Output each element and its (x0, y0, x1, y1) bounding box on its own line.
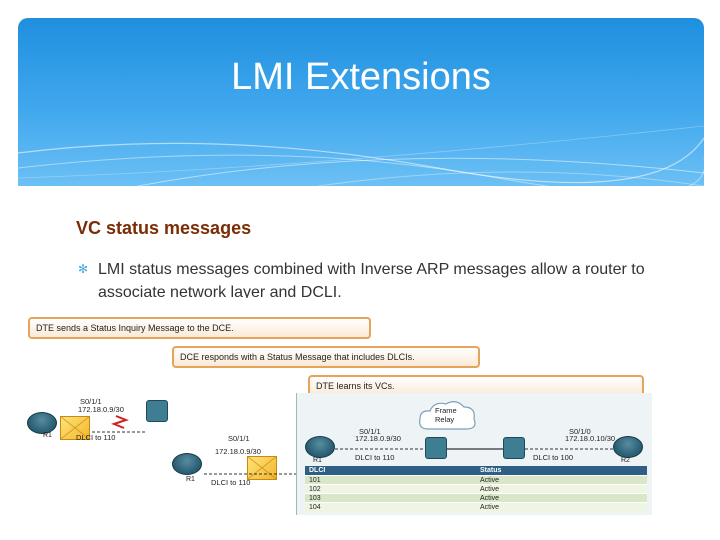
stage3-topology-panel: Frame Relay R1 R2 S0/1/1 172.18.0.9/30 D… (296, 393, 652, 515)
cloud-label-relay: Relay (435, 415, 455, 424)
table-cell-status: Active (476, 493, 647, 503)
envelope-icon (60, 416, 90, 440)
interface-label: S0/1/1 (228, 434, 250, 443)
router-label: R1 (186, 476, 195, 483)
router-label-r2: R2 (621, 457, 630, 464)
bullet-star-icon: ✻ (78, 262, 89, 276)
table-header-dlci: DLCI (305, 466, 476, 476)
stage3-links (335, 448, 613, 450)
left-interface-label: S0/1/1 (359, 427, 381, 436)
router-r1-icon (305, 436, 335, 458)
table-cell-dlci: 104 (305, 502, 476, 512)
left-ip-label: 172.18.0.9/30 (355, 434, 401, 443)
ip-label: 172.18.0.9/30 (215, 447, 261, 456)
right-interface-label: S0/1/0 (569, 427, 591, 436)
banner-swoosh-decoration (18, 125, 704, 186)
dlci-status-table: DLCI Status 101 Active 102 Active 103 Ac… (305, 466, 647, 512)
table-cell-dlci: 103 (305, 493, 476, 503)
table-cell-dlci: 101 (305, 475, 476, 485)
left-dlci-label: DLCI to 110 (355, 453, 395, 462)
interface-label: S0/1/1 (80, 397, 102, 406)
table-cell-status: Active (476, 502, 647, 512)
dlci-label: DLCI to 110 (76, 433, 116, 442)
callout-status-inquiry: DTE sends a Status Inquiry Message to th… (28, 317, 371, 339)
right-dlci-label: DLCI to 100 (533, 453, 574, 462)
frame-relay-cloud-icon (419, 401, 476, 430)
router-r2-icon (613, 436, 643, 458)
table-row: 104 Active (305, 502, 647, 512)
ip-label: 172.18.0.9/30 (78, 405, 124, 414)
table-cell-dlci: 102 (305, 484, 476, 494)
title-banner: LMI Extensions (18, 18, 704, 186)
callout-status-message: DCE responds with a Status Message that … (172, 346, 480, 368)
router-label: R1 (43, 432, 52, 439)
right-ip-label: 172.18.0.10/30 (565, 434, 616, 443)
dlci-label: DLCI to 110 (211, 478, 251, 487)
router-label-r1: R1 (313, 457, 322, 464)
switch-right-icon (503, 437, 525, 459)
dashed-link-line (92, 415, 146, 433)
bullet-item: ✻ LMI status messages combined with Inve… (78, 258, 658, 298)
slide-title: LMI Extensions (231, 56, 491, 98)
dashed-link-line (204, 473, 296, 475)
frame-relay-switch-icon (146, 400, 168, 422)
table-row: 103 Active (305, 493, 647, 503)
switch-left-icon (425, 437, 447, 459)
table-row: 101 Active (305, 475, 647, 485)
cloud-label-frame: Frame (435, 406, 457, 415)
bullet-text: LMI status messages combined with Invers… (98, 261, 645, 298)
router-r1-icon (27, 412, 57, 434)
section-subtitle: VC status messages (76, 218, 252, 238)
table-cell-status: Active (476, 484, 647, 494)
table-cell-status: Active (476, 475, 647, 485)
table-row: 102 Active (305, 484, 647, 494)
table-header-status: Status (476, 466, 647, 476)
router-r1-icon (172, 453, 202, 475)
